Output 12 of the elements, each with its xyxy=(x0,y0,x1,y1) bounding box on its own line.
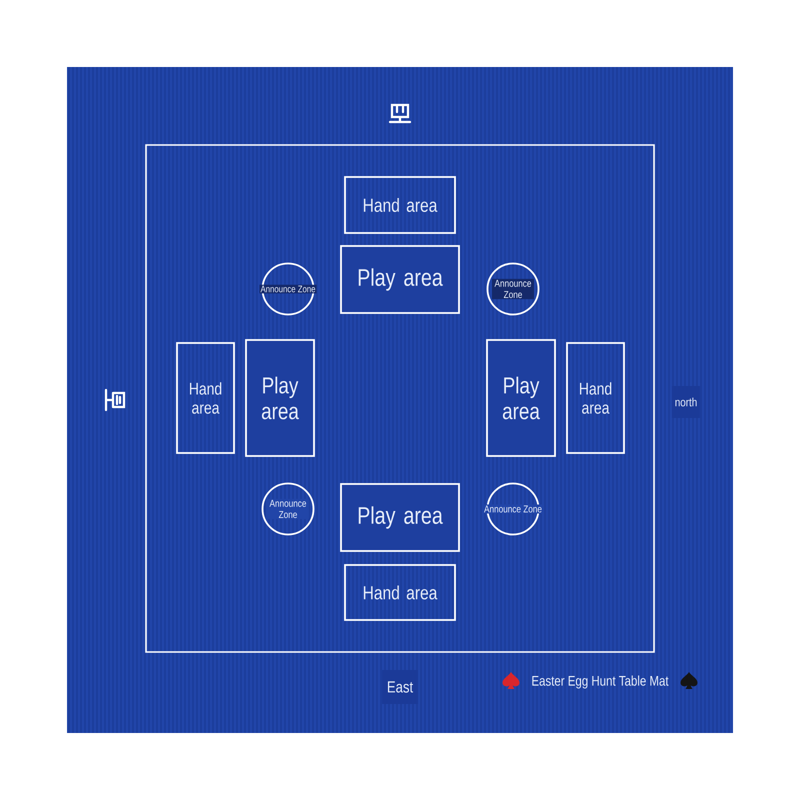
direction-label: north xyxy=(672,386,700,418)
area-box: Play area xyxy=(486,339,556,457)
area-box: Hand area xyxy=(344,176,456,234)
title-text: Easter Egg Hunt Table Mat xyxy=(532,675,668,689)
area-box: Play area xyxy=(245,339,315,457)
outline-box xyxy=(145,144,655,653)
area-box: Hand area xyxy=(344,564,456,621)
area-box: Hand area xyxy=(176,342,235,454)
area-box: Hand area xyxy=(566,342,625,454)
direction-label: East xyxy=(382,670,418,704)
area-box: Play area xyxy=(340,245,460,314)
area-box: Play area xyxy=(340,483,460,552)
